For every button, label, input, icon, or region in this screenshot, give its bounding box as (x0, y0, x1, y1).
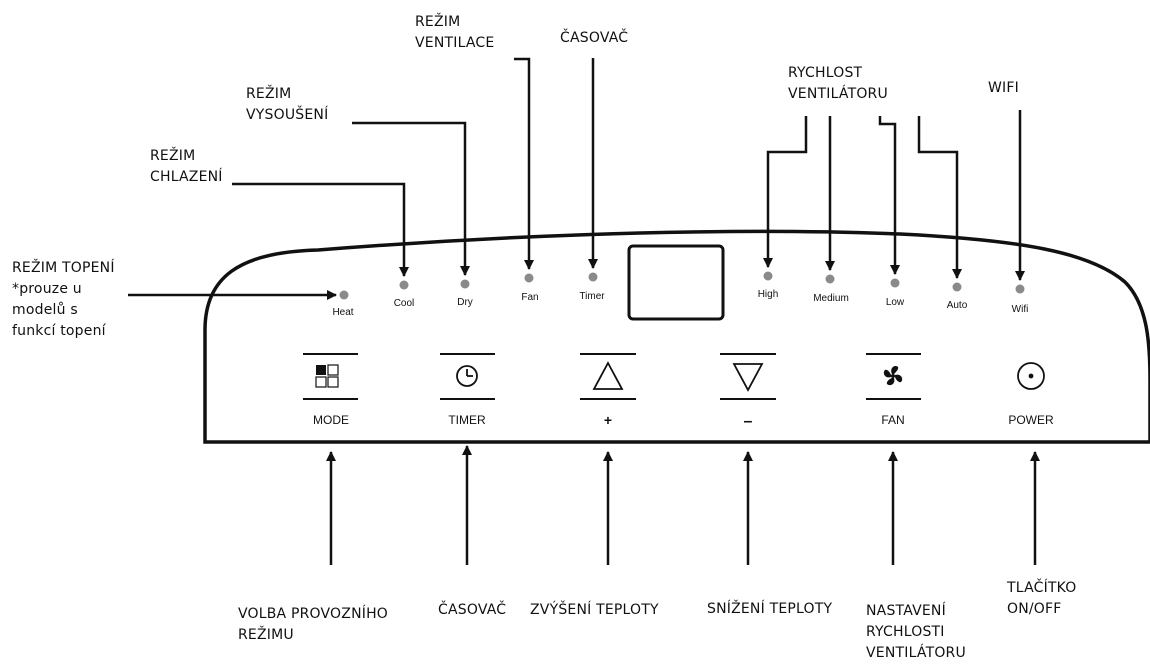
wifi-indicator-led (1015, 284, 1025, 294)
fan-button-callout: NASTAVENÍ RYCHLOSTI VENTILÁTORU (866, 603, 966, 661)
indicator-label-timer: Timer (579, 291, 605, 302)
indicator-label-high: High (758, 289, 779, 300)
cool-mode-callout: REŽIM CHLAZENÍ (150, 148, 223, 185)
indicator-label-fan: Fan (521, 292, 538, 303)
minus-button-label: – (744, 413, 753, 430)
indicator-label-low: Low (886, 297, 905, 308)
indicator-label-dry: Dry (457, 297, 473, 308)
mode-button-label: MODE (313, 413, 349, 427)
heat-mode-callout: REŽIM TOPENÍ *prouze u modelů s funkcí t… (12, 260, 115, 339)
auto-leader-line (917, 116, 962, 279)
high-indicator-led (763, 271, 773, 281)
indicator-label-cool: Cool (394, 298, 415, 309)
cool-leader-line (232, 182, 409, 277)
dry-mode-callout: REŽIM VYSOUŠENÍ (246, 86, 329, 123)
dry-indicator-led (460, 279, 470, 289)
timer-indicator-led (588, 272, 598, 282)
fan-mode-callout: REŽIM VENTILACE (415, 14, 495, 51)
heat-indicator-led (339, 290, 349, 300)
low-leader-line (878, 116, 900, 275)
minus-button[interactable]: – (720, 353, 776, 430)
power-button-label: POWER (1008, 413, 1054, 427)
fan-leader-line (514, 57, 534, 270)
indicator-label-heat: Heat (332, 307, 353, 318)
plus-button-callout: ZVÝŠENÍ TEPLOTY (530, 602, 659, 618)
low-indicator-led (890, 278, 900, 288)
display-window (627, 244, 725, 321)
clock-icon (456, 365, 478, 387)
timer-indicator-callout: ČASOVAČ (560, 30, 629, 46)
fan-icon (883, 365, 903, 386)
power-icon (1017, 362, 1045, 390)
high-leader-line (763, 116, 808, 268)
power-button-callout: TLAČÍTKO ON/OFF (1007, 580, 1077, 617)
fan-speed-callout: RYCHLOST VENTILÁTORU (788, 65, 888, 102)
triangle-up-icon (592, 361, 624, 390)
timer-button-callout: ČASOVAČ (438, 602, 507, 618)
cool-indicator-led (399, 280, 409, 290)
medium-indicator-led (825, 274, 835, 284)
fan-button-label: FAN (881, 413, 904, 427)
fan-button[interactable]: FAN (866, 353, 921, 427)
power-button[interactable]: POWER (1008, 362, 1054, 427)
panel-outline (203, 229, 1150, 444)
mode-button-callout: VOLBA PROVOZNÍHO REŽIMU (238, 606, 389, 643)
triangle-down-icon (732, 363, 764, 392)
dry-leader-line (352, 121, 470, 276)
wifi-callout: WIFI (988, 80, 1019, 96)
indicator-label-auto: Auto (947, 300, 968, 311)
timer-button-label: TIMER (448, 413, 486, 427)
auto-indicator-led (952, 282, 962, 292)
mode-button[interactable]: MODE (303, 353, 358, 427)
mode-squares-icon (315, 364, 339, 388)
fan-indicator-led (524, 273, 534, 283)
plus-button-label: + (604, 412, 612, 428)
minus-button-callout: SNÍŽENÍ TEPLOTY (707, 601, 833, 617)
timer-button[interactable]: TIMER (440, 353, 495, 427)
indicator-label-wifi: Wifi (1012, 304, 1029, 315)
plus-button[interactable]: + (580, 353, 636, 428)
indicator-label-medium: Medium (813, 293, 849, 304)
